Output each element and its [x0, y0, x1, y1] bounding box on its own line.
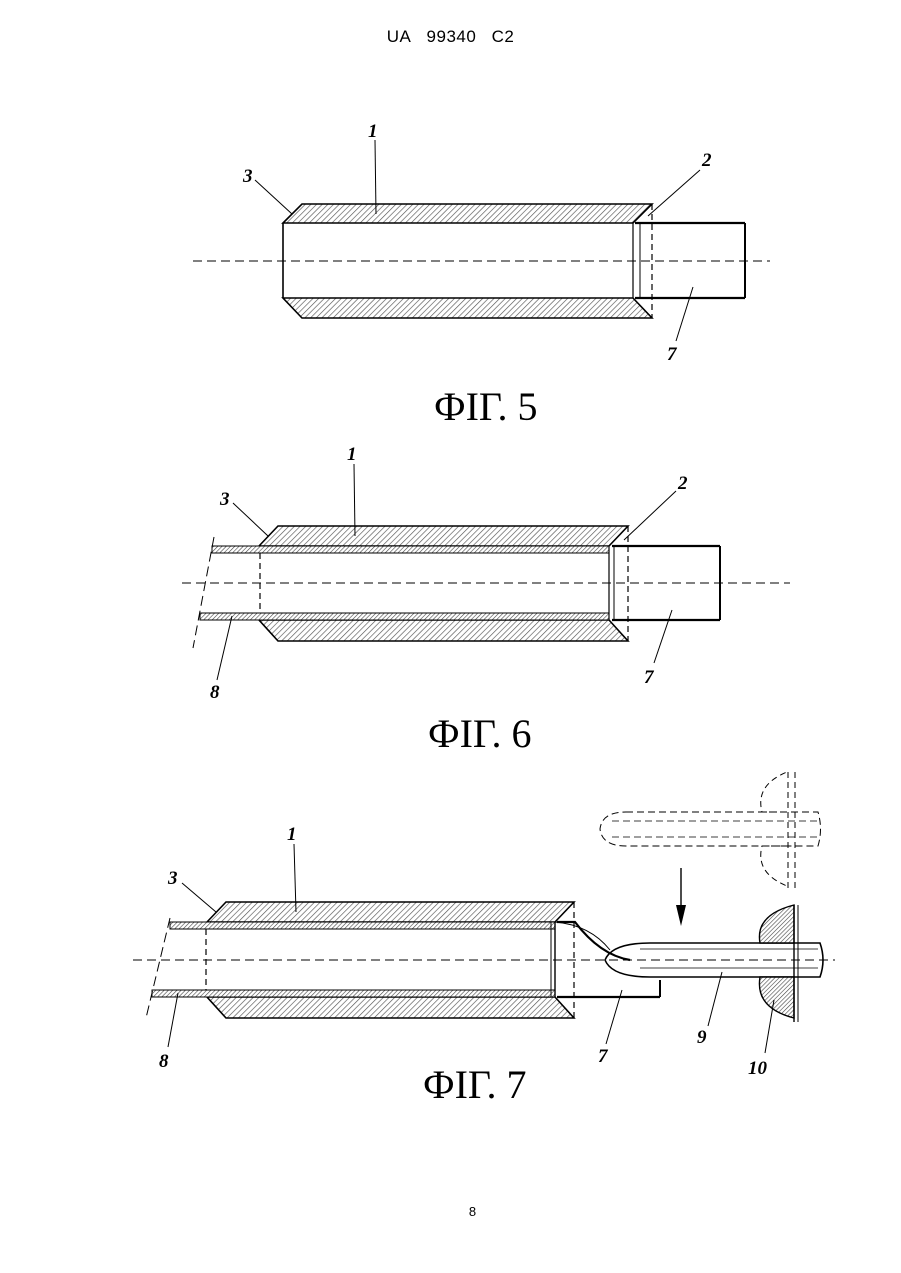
ref-label-3: 3	[167, 868, 178, 889]
ref-label-7: 7	[644, 667, 655, 688]
part-10	[759, 905, 794, 943]
ref-label-10: 10	[748, 1058, 768, 1079]
ref-label-1: 1	[368, 121, 378, 142]
pipe-top-wall	[212, 546, 609, 553]
figure-caption: ФІГ. 6	[428, 711, 532, 756]
ref-label-8: 8	[210, 682, 220, 703]
pipe-top-wall	[170, 922, 555, 929]
ref-label-2: 2	[677, 473, 688, 494]
ref-label-1: 1	[287, 824, 297, 845]
figure-6: 1 3 2 7 8 ФІГ. 6	[182, 444, 790, 756]
figure-7: 1 3 7 9 10 8 ФІГ. 7	[133, 772, 835, 1107]
sleeve-bottom-wall	[283, 298, 652, 318]
ref-label-7: 7	[667, 344, 678, 365]
figure-caption: ФІГ. 5	[434, 384, 538, 429]
ref-label-3: 3	[242, 166, 253, 187]
ref-label-1: 1	[347, 444, 357, 465]
sleeve-bottom-wall	[207, 997, 574, 1018]
pipe-bottom-wall	[200, 613, 609, 620]
figure-caption: ФІГ. 7	[423, 1062, 527, 1107]
sleeve-top-wall	[283, 204, 652, 223]
pipe-bottom-wall	[152, 990, 555, 997]
figure-5: 1 3 2 7 ФІГ. 5	[193, 121, 770, 429]
sleeve-bottom-wall	[259, 620, 628, 641]
page-number: 8	[0, 1204, 901, 1219]
ref-label-9: 9	[697, 1027, 707, 1048]
ref-label-8: 8	[159, 1051, 169, 1072]
ref-label-7: 7	[598, 1046, 609, 1067]
sleeve-top-wall	[259, 526, 628, 546]
sleeve-top-wall	[207, 902, 574, 922]
ref-label-3: 3	[219, 489, 230, 510]
ref-label-2: 2	[701, 150, 712, 171]
